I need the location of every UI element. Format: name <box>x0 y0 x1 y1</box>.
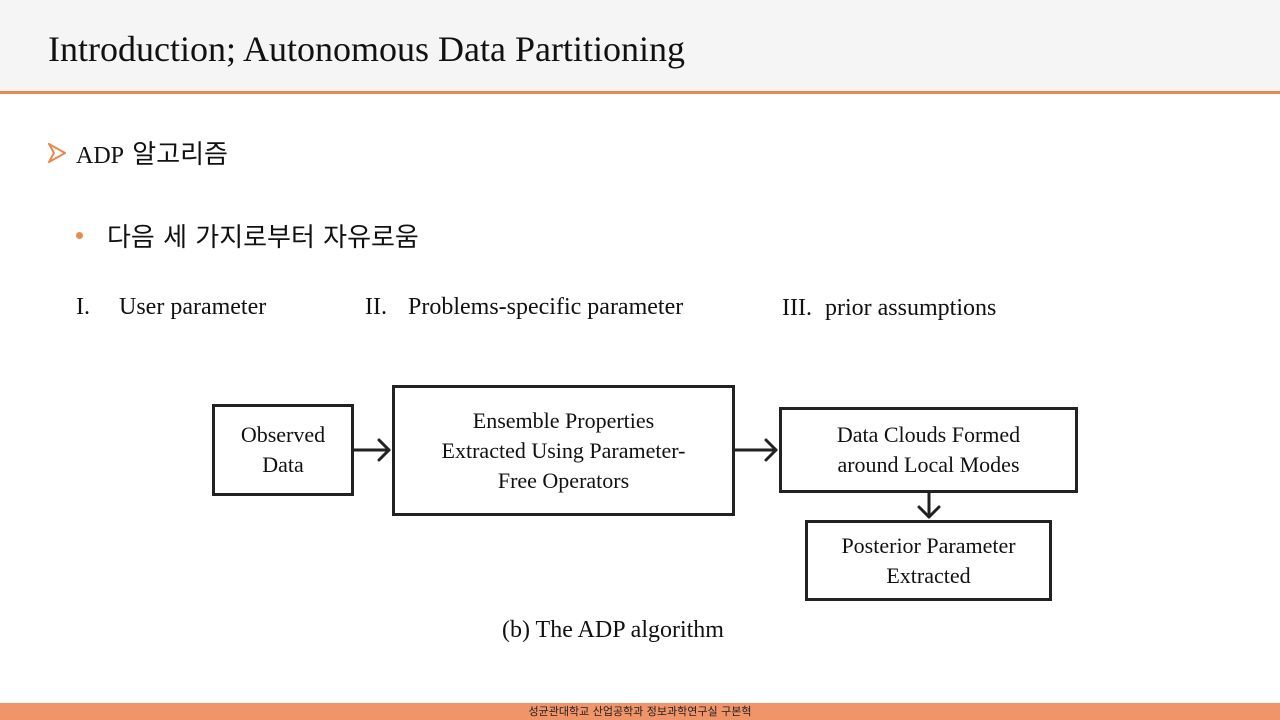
bullet-level1: ADP 알고리즘 <box>48 134 228 171</box>
diagram-box-label: Data Clouds Formed around Local Modes <box>836 422 1021 477</box>
dot-bullet-icon <box>76 232 83 239</box>
list-item-number: II. <box>365 294 387 320</box>
diagram-caption: (b) The ADP algorithm <box>502 617 724 643</box>
diagram-box-ensemble-properties: Ensemble Properties Extracted Using Para… <box>392 385 735 516</box>
arrow-observed-to-ensemble <box>352 438 391 462</box>
list-item-user-parameter: I. User parameter <box>76 294 266 321</box>
diagram-box-observed-data: Observed Data <box>212 404 354 496</box>
arrow-clouds-to-posterior <box>917 491 941 519</box>
arrow-bullet-icon <box>48 142 66 163</box>
list-item-text: prior assumptions <box>825 295 997 321</box>
slide-title: Introduction; Autonomous Data Partitioni… <box>48 29 685 69</box>
diagram-box-data-clouds: Data Clouds Formed around Local Modes <box>779 407 1078 493</box>
diagram-box-posterior-parameter: Posterior Parameter Extracted <box>805 520 1052 601</box>
list-item-text: Problems-specific parameter <box>408 294 684 320</box>
arrow-ensemble-to-clouds <box>733 438 778 462</box>
diagram-box-label: Observed Data <box>240 422 326 477</box>
diagram-box-label: Ensemble Properties Extracted Using Para… <box>441 407 686 493</box>
list-item-problem-specific: II. Problems-specific parameter <box>365 294 683 321</box>
bullet-level1-text: ADP 알고리즘 <box>76 134 228 171</box>
list-item-text: User parameter <box>119 294 267 320</box>
diagram-box-label: Posterior Parameter Extracted <box>841 532 1016 588</box>
bullet-level2-text: 다음 세 가지로부터 자유로움 <box>107 223 419 253</box>
list-item-prior-assumptions: III. prior assumptions <box>782 295 996 322</box>
slide-footer: 성균관대학교 산업공학과 정보과학연구실 구본혁 <box>0 703 1280 720</box>
bullet-level2: 다음 세 가지로부터 자유로움 <box>76 217 419 254</box>
bullet-level1-korean: 알고리즘 <box>132 140 228 170</box>
footer-text: 성균관대학교 산업공학과 정보과학연구실 구본혁 <box>528 705 752 718</box>
list-item-number: III. <box>782 295 812 321</box>
bullet-level1-latin: ADP <box>76 143 125 169</box>
list-item-number: I. <box>76 294 90 320</box>
slide-header: Introduction; Autonomous Data Partitioni… <box>0 0 1280 94</box>
